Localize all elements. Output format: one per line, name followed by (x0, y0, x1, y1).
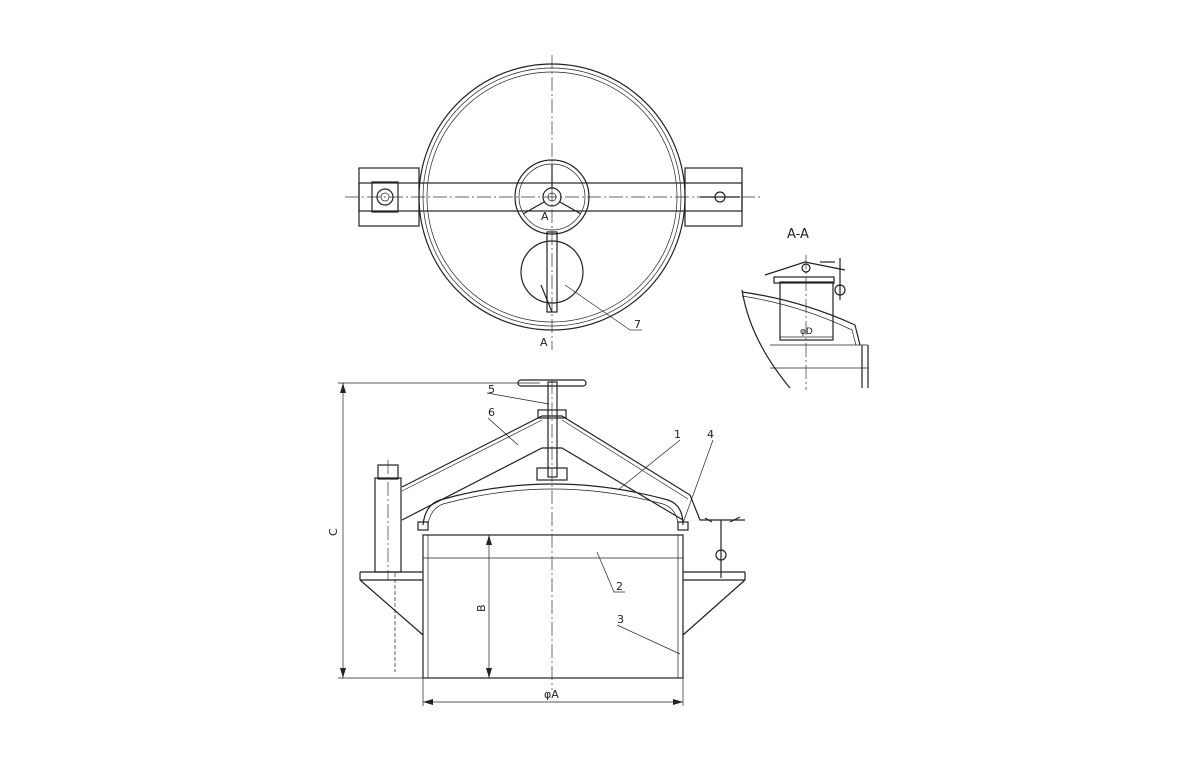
section-view: A-A φD (741, 227, 869, 390)
dim-height-c: C (327, 528, 340, 536)
part-label-6: 6 (488, 406, 495, 419)
section-view-title: A-A (787, 227, 809, 242)
top-view: A A 7 (345, 55, 760, 350)
section-mark-top: A (541, 210, 549, 223)
part-label-5: 5 (488, 383, 495, 396)
bolt-hinge (371, 181, 399, 213)
part-label-2: 2 (616, 580, 623, 593)
part-label-7: 7 (634, 318, 641, 331)
part-label-3: 3 (617, 613, 624, 626)
part-label-4: 4 (707, 428, 714, 441)
sight-glass (520, 231, 584, 313)
screw-spindle (547, 381, 558, 478)
dim-body-height-b: B (475, 604, 488, 612)
section-mark-bottom: A (540, 336, 548, 349)
part-label-1: 1 (674, 428, 681, 441)
dim-diameter-a: φA (544, 688, 559, 701)
handwheel (514, 159, 590, 235)
dim-opening-diameter: φD (800, 327, 813, 337)
dished-cover (422, 483, 684, 526)
wing-nut (700, 191, 740, 203)
front-view: C B φA 5 6 1 4 2 3 (327, 379, 746, 706)
neck-cylinder (422, 534, 684, 679)
